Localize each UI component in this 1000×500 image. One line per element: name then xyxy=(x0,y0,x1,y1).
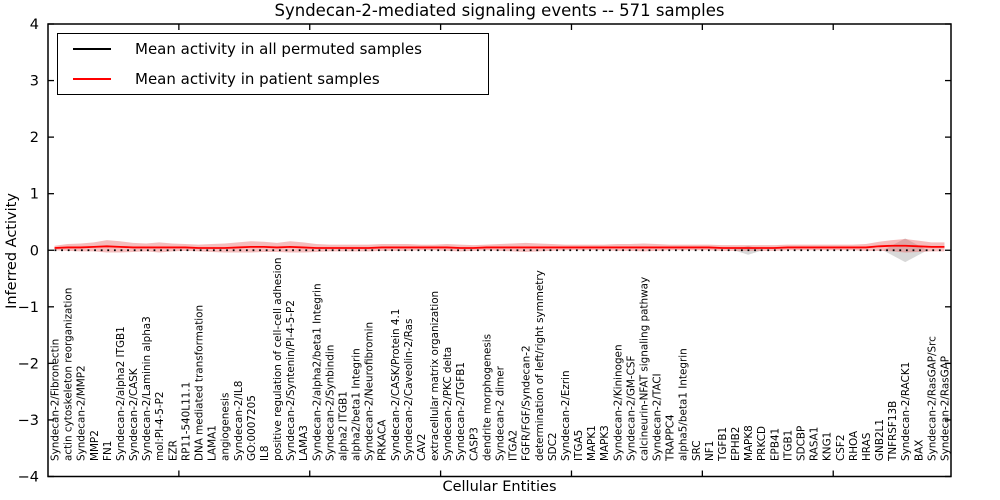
x-category-label: NF1 xyxy=(704,441,716,461)
y-tick-label: 4 xyxy=(30,17,39,33)
x-category-label: GNB2L1 xyxy=(874,419,886,461)
permuted-spread-diamond xyxy=(882,238,928,263)
legend-entry-patient: Mean activity in patient samples xyxy=(58,65,488,93)
x-category-label: Syndecan-2/Fibronectin xyxy=(50,339,62,461)
x-category-label: Syndecan-2/MMP2 xyxy=(76,365,88,461)
x-category-label: angiogenesis xyxy=(220,393,232,461)
x-category-label: Syndecan-2/Ezrin xyxy=(560,370,572,461)
legend-label-patient: Mean activity in patient samples xyxy=(135,69,380,88)
y-tick-label: −4 xyxy=(18,470,39,486)
y-tick-label: 0 xyxy=(30,243,39,259)
y-tick-label: −3 xyxy=(18,413,39,429)
x-category-label: Syndecan-2/IL8 xyxy=(233,381,245,461)
x-category-label: Syndecan-2/Kininogen xyxy=(612,344,624,461)
x-category-label: Syndecan-2/RasGAP/Src xyxy=(926,336,938,461)
patient-band xyxy=(54,238,945,253)
x-category-label: actin cytoskeleton reorganization xyxy=(63,288,75,461)
permuted-line-swatch-icon xyxy=(73,48,111,51)
y-tick-label: 1 xyxy=(30,187,39,203)
x-category-label: extracellular matrix organization xyxy=(429,291,441,461)
x-category-label: Syndecan-2/Caveolin-2/Ras xyxy=(403,319,415,461)
x-category-label: LAMA1 xyxy=(207,425,219,461)
x-category-label: EPB41 xyxy=(769,428,781,461)
x-category-label: BAX xyxy=(913,440,925,461)
x-category-label: MAPK8 xyxy=(743,425,755,461)
x-category-label: GO:0007205 xyxy=(246,395,258,461)
x-category-label: TNFRSF13B xyxy=(887,401,899,462)
x-category-label: RHOA xyxy=(848,430,860,461)
y-tick-label: 3 xyxy=(30,74,39,90)
x-category-label: Syndecan-2/RasGAP xyxy=(939,356,951,461)
x-category-label: CASP3 xyxy=(468,427,480,461)
x-category-label: Syndecan-2/Laminin alpha3 xyxy=(141,316,153,461)
x-category-label: Syndecan-2/Synbindin xyxy=(324,345,336,461)
x-category-label: SDCBP xyxy=(796,426,808,461)
x-category-label: KNG1 xyxy=(822,432,834,461)
x-category-label: ITGB1 xyxy=(782,430,794,461)
x-category-label: SRC xyxy=(691,440,703,461)
x-category-label: dendrite morphogenesis xyxy=(481,334,493,461)
x-category-label: positive regulation of cell-cell adhesio… xyxy=(272,258,284,461)
x-category-label: Syndecan-2/TACI xyxy=(652,373,664,461)
x-category-label: MAPK3 xyxy=(599,425,611,461)
x-category-label: alpha2 ITGB1 xyxy=(337,391,349,461)
x-axis-label: Cellular Entities xyxy=(442,479,557,495)
x-category-label: PRKACA xyxy=(377,419,389,461)
x-category-label: calcineurin-NFAT signaling pathway xyxy=(638,277,650,461)
legend: Mean activity in all permuted samples Me… xyxy=(57,33,489,95)
x-category-label: Syndecan-2/PKC delta xyxy=(442,347,454,461)
x-category-label: MMP2 xyxy=(89,430,101,461)
x-category-label: PRKCD xyxy=(756,426,768,461)
x-category-label: Syndecan-2/RACK1 xyxy=(900,362,912,461)
x-category-label: FN1 xyxy=(102,441,114,461)
x-category-label: RP11-540L11.1 xyxy=(180,382,192,461)
x-category-label: alpha5/beta1 Integrin xyxy=(678,348,690,461)
x-category-label: CSF2 xyxy=(835,435,847,461)
x-category-label: CAV2 xyxy=(416,434,428,461)
patient-line-swatch-icon xyxy=(73,77,111,80)
legend-entry-permuted: Mean activity in all permuted samples xyxy=(58,35,488,63)
x-category-label: mol:PI-4-5-P2 xyxy=(154,391,166,461)
x-category-label: MAPK1 xyxy=(586,425,598,461)
x-category-label: TRAPPC4 xyxy=(665,414,677,462)
chart-title: Syndecan-2-mediated signaling events -- … xyxy=(274,1,725,20)
x-category-label: SDC2 xyxy=(547,433,559,461)
y-tick-label: 2 xyxy=(30,130,39,146)
legend-label-permuted: Mean activity in all permuted samples xyxy=(135,40,422,59)
x-category-label: LAMA3 xyxy=(298,425,310,461)
x-category-label: Syndecan-2/GM-CSF xyxy=(625,356,637,461)
x-category-label: DNA mediated transformation xyxy=(194,305,206,461)
x-category-label: Syndecan-2 dimer xyxy=(495,365,507,461)
patient-mean-line xyxy=(54,244,945,249)
x-category-label: EPHB2 xyxy=(730,427,742,461)
x-category-label: ITGA5 xyxy=(573,430,585,461)
x-category-label: Syndecan-2/CASK/Protein 4.1 xyxy=(390,309,402,461)
x-category-label: Syndecan-2/Syntenin/PI-4-5-P2 xyxy=(285,300,297,461)
x-category-label: alpha2/beta1 Integrin xyxy=(351,348,363,461)
y-tick-label: −1 xyxy=(18,300,39,316)
x-category-label: RASA1 xyxy=(809,427,821,461)
x-category-label: Syndecan-2/TGFB1 xyxy=(455,362,467,461)
x-category-label: Syndecan-2/CASK xyxy=(128,367,140,461)
y-tick-label: −2 xyxy=(18,356,39,372)
x-category-label: ITGA2 xyxy=(508,430,520,461)
x-category-label: Syndecan-2/alpha2 ITGB1 xyxy=(115,326,127,461)
x-category-label: IL8 xyxy=(259,446,271,461)
x-category-label: FGFR/FGF/Syndecan-2 xyxy=(521,345,533,461)
x-category-label: TGFB1 xyxy=(717,427,729,462)
x-category-label: determination of left/right symmetry xyxy=(534,270,546,461)
x-category-label: HRAS xyxy=(861,432,873,461)
x-category-label: EZR xyxy=(167,440,179,461)
x-category-label: Syndecan-2/Neurofibromin xyxy=(364,322,376,461)
x-category-label: Syndecan-2/alpha2/beta1 Integrin xyxy=(311,283,323,461)
